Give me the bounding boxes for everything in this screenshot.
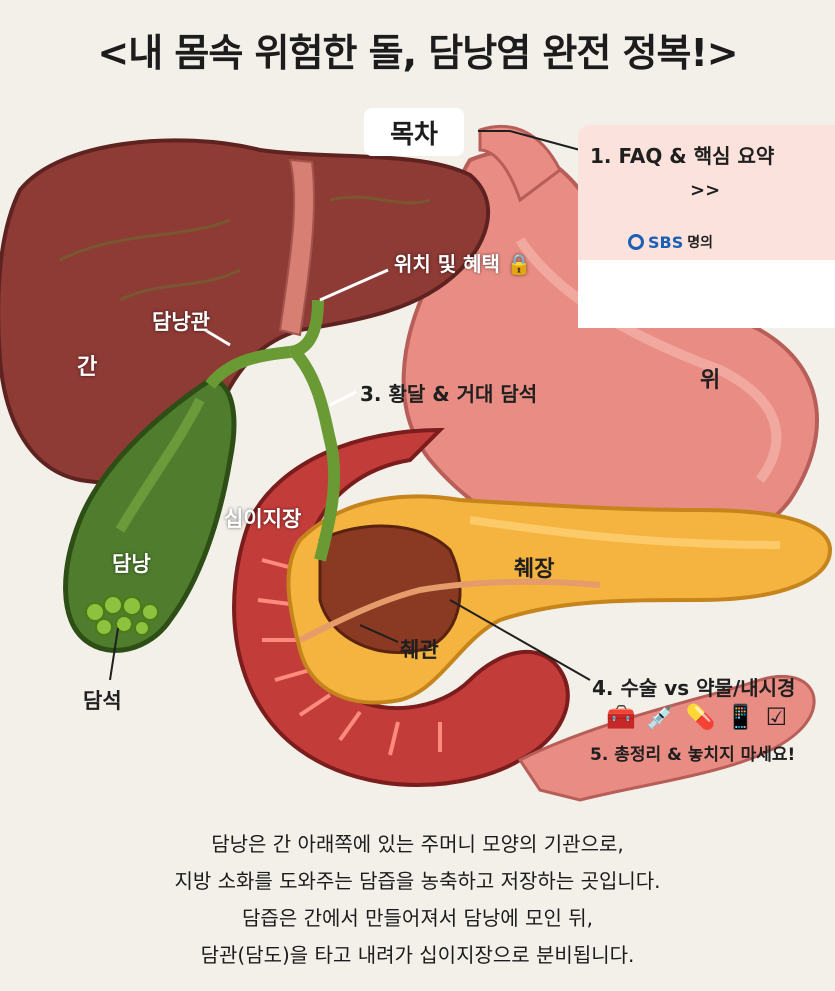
label-duodenum: 십이지장 <box>224 507 302 531</box>
liver-vessels <box>59 195 431 302</box>
gallbladder-shape <box>63 377 237 653</box>
gallstone-cluster <box>85 595 159 636</box>
duodenum-folds <box>257 558 442 756</box>
toc-item-2[interactable]: 위치 및 혜택 🔒 <box>394 248 532 277</box>
cystic-duct <box>205 346 291 389</box>
toc-item-4[interactable]: 4. 수술 vs 약물/내시경 <box>592 676 796 700</box>
caption: 담낭은 간 아래쪽에 있는 주머니 모양의 기관으로, 지방 소화를 도와주는 … <box>0 826 835 974</box>
label-liver: 간 <box>77 355 98 380</box>
toc-title: 목차 <box>364 108 464 156</box>
blank-panel <box>578 260 835 328</box>
phone-icon: 📱 <box>725 703 756 731</box>
label-gallbladder: 담낭 <box>112 552 151 576</box>
common-bile-duct <box>288 299 341 562</box>
toc-item-5[interactable]: 5. 총정리 & 놓치지 마세요! <box>590 745 796 765</box>
lock-icon: 🔒 <box>506 252 532 276</box>
duodenum-cross-section <box>318 524 462 655</box>
leader-line <box>204 328 231 347</box>
toc-item-3[interactable]: 3. 황달 & 거대 담석 <box>360 382 538 406</box>
caption-line: 담즙은 간에서 만들어져서 담낭에 모인 뒤, <box>242 906 593 930</box>
sbs-logo-text: SBS <box>648 232 684 252</box>
label-gallstones: 담석 <box>83 689 122 713</box>
medicine-icon: 💊 <box>685 703 716 731</box>
toc-item-1[interactable]: 1. FAQ & 핵심 요약 <box>590 144 775 168</box>
label-bile-duct: 담낭관 <box>152 310 210 334</box>
leader-line <box>509 130 581 151</box>
label-stomach: 위 <box>700 368 721 393</box>
toc-arrows: >> <box>690 180 721 201</box>
leader-line <box>329 390 357 407</box>
sbs-suffix: 명의 <box>687 235 714 251</box>
treatment-icons: 🧰 💉 💊 📱 ☑ <box>606 702 787 732</box>
caption-line: 지방 소화를 도와주는 담즙을 농축하고 저장하는 곳입니다. <box>174 869 661 893</box>
caption-line: 담낭은 간 아래쪽에 있는 주머니 모양의 기관으로, <box>211 832 624 856</box>
checklist-icon: ☑ <box>765 703 788 731</box>
duodenum-shape <box>232 427 570 787</box>
toc-item-2-label: 위치 및 혜택 <box>394 252 500 276</box>
esophagus-shape <box>478 124 562 203</box>
leader-line <box>449 599 591 681</box>
leader-line <box>109 627 119 681</box>
label-pancreatic-duct: 췌관 <box>400 638 439 662</box>
stomach-inner <box>515 237 782 483</box>
pancreas-texture <box>469 516 781 549</box>
sbs-logo: SBS 명의 <box>628 232 713 252</box>
page-title: <내 몸속 위험한 돌, 담낭염 완전 정복!> <box>97 31 738 75</box>
intestine-shape <box>517 674 816 802</box>
syringe-icon: 💉 <box>645 703 676 731</box>
leader-line <box>319 268 389 302</box>
caption-line: 담관(담도)을 타고 내려가 십이지장으로 분비됩니다. <box>200 943 635 967</box>
sbs-ring-icon <box>628 234 644 250</box>
gallbladder-sheen <box>115 397 205 533</box>
toc-panel <box>578 125 835 260</box>
ligament-shape <box>278 158 316 337</box>
first-aid-kit-icon: 🧰 <box>606 703 636 731</box>
leader-line <box>359 624 399 643</box>
pancreatic-duct-shape <box>298 578 601 643</box>
label-pancreas: 췌장 <box>514 557 555 582</box>
